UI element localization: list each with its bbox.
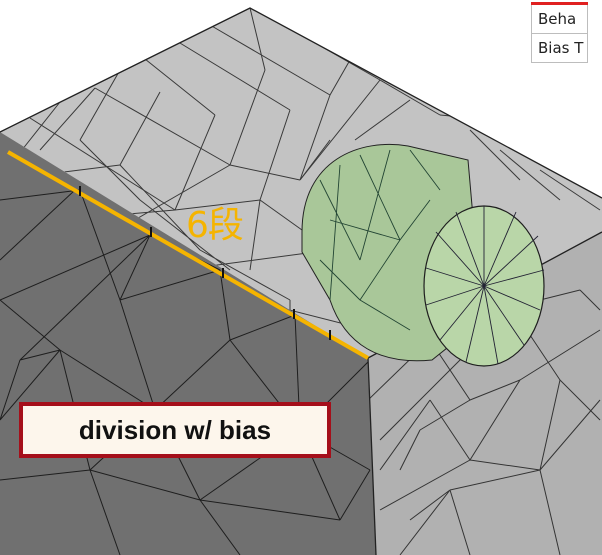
cylinder-body — [301, 143, 545, 367]
row-bias-type[interactable]: Bias T — [530, 33, 589, 63]
segment-count-label: 6段 — [186, 205, 244, 246]
callout-box: division w/ bias — [19, 402, 331, 458]
selected-edge-highlight[interactable] — [7, 150, 369, 360]
details-table: Beha Bias T — [530, 2, 589, 63]
callout-text: division w/ bias — [78, 414, 272, 445]
row-behavior[interactable]: Beha — [530, 2, 589, 34]
behavior-label: Beha — [530, 2, 589, 34]
bias-type-label: Bias T — [530, 33, 589, 63]
